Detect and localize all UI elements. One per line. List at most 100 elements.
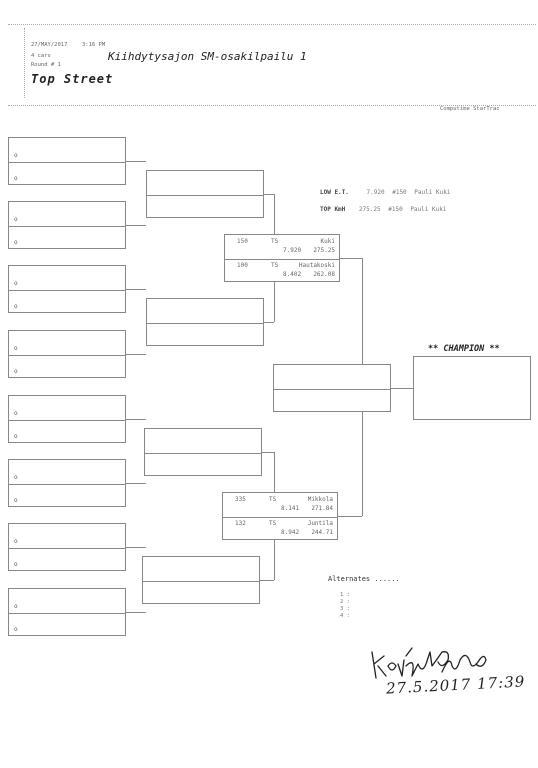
- r2-box-4: [142, 556, 260, 604]
- connector: [338, 516, 362, 517]
- slot-marker: o: [14, 303, 18, 310]
- result-row: 132 TS Juntila 8.942 244.71: [223, 517, 337, 541]
- result-class: TS: [271, 262, 279, 269]
- result-name: Mikkola: [307, 496, 333, 503]
- low-et-line: LOW E.T. 7.920 #150 Pauli Kuki: [320, 189, 450, 196]
- slot-marker: o: [14, 603, 18, 610]
- connector: [126, 225, 146, 226]
- header-round: Round # 1: [31, 62, 61, 68]
- slot-marker: o: [14, 410, 18, 417]
- r2-box-1: [146, 170, 264, 218]
- slot-marker: o: [14, 626, 18, 633]
- result-et: 8.141: [281, 505, 300, 512]
- champion-label: ** CHAMPION **: [428, 344, 500, 354]
- connector: [126, 289, 146, 290]
- r1-box-3: o o: [8, 265, 126, 313]
- result-class: TS: [271, 238, 279, 245]
- r1-box-5: o o: [8, 395, 126, 443]
- alternates-label: Alternates ......: [328, 575, 400, 583]
- result-car-number: 132: [235, 520, 246, 527]
- final-box: [273, 364, 391, 412]
- result-car-number: 100: [237, 262, 248, 269]
- result-class: TS: [269, 496, 277, 503]
- slot-marker: o: [14, 345, 18, 352]
- result-speed: 275.25: [313, 247, 335, 254]
- result-row: 335 TS Mikkola 8.141 271.84: [223, 493, 337, 517]
- connector: [126, 354, 146, 355]
- connector: [274, 452, 275, 492]
- connector: [126, 161, 146, 162]
- top-kmh-car: #150: [388, 206, 403, 213]
- semi-result-box-2: 335 TS Mikkola 8.141 271.84 132 TS Junti…: [222, 492, 338, 540]
- connector: [264, 194, 274, 195]
- software-label: Computime StarTrac: [440, 106, 500, 112]
- r1-box-8: o o: [8, 588, 126, 636]
- connector: [126, 483, 146, 484]
- alternates-list: 1 : 2 : 3 : 4 :: [340, 592, 350, 620]
- r1-box-7: o o: [8, 523, 126, 571]
- r1-box-2: o o: [8, 201, 126, 249]
- connector: [274, 540, 275, 580]
- champion-box: [413, 356, 531, 420]
- r1-box-4: o o: [8, 330, 126, 378]
- r2-box-2: [146, 298, 264, 346]
- top-kmh-value: 275.25: [358, 206, 381, 213]
- connector: [126, 547, 146, 548]
- slot-marker: o: [14, 538, 18, 545]
- connector: [264, 322, 274, 323]
- semi-result-box-1: 150 TS Kuki 7.920 275.25 100 TS Hautakos…: [224, 234, 340, 282]
- connector: [391, 388, 413, 389]
- connector: [126, 419, 146, 420]
- result-speed: 262.08: [313, 271, 335, 278]
- result-row: 100 TS Hautakoski 8.402 262.08: [225, 259, 339, 283]
- connector: [126, 612, 146, 613]
- result-name: Juntila: [307, 520, 333, 527]
- handwritten-signature: [371, 647, 487, 679]
- result-et: 8.942: [281, 529, 300, 536]
- result-speed: 271.84: [311, 505, 333, 512]
- slot-marker: o: [14, 239, 18, 246]
- result-car-number: 150: [237, 238, 248, 245]
- result-name: Hautakoski: [298, 262, 335, 269]
- result-car-number: 335: [235, 496, 246, 503]
- result-et: 8.402: [283, 271, 302, 278]
- top-kmh-driver: Pauli Kuki: [410, 206, 447, 213]
- r2-box-3: [144, 428, 262, 476]
- slot-marker: o: [14, 280, 18, 287]
- header-divider: [24, 28, 25, 98]
- alternate-item: 2 :: [340, 599, 350, 605]
- result-speed: 244.71: [311, 529, 333, 536]
- slot-marker: o: [14, 368, 18, 375]
- alternate-item: 3 :: [340, 606, 350, 612]
- connector: [274, 282, 275, 322]
- class-name: Top Street: [31, 72, 114, 86]
- connector: [340, 258, 362, 259]
- result-row: 150 TS Kuki 7.920 275.25: [225, 235, 339, 259]
- alternate-item: 1 :: [340, 592, 350, 598]
- connector: [362, 258, 363, 376]
- slot-marker: o: [14, 497, 18, 504]
- connector: [260, 580, 274, 581]
- low-et-label: LOW E.T.: [320, 189, 349, 196]
- low-et-car: #150: [392, 189, 407, 196]
- slot-marker: o: [14, 474, 18, 481]
- header-time: 3:16 PM: [82, 42, 106, 48]
- low-et-value: 7.920: [366, 189, 385, 196]
- result-name: Kuki: [320, 238, 335, 245]
- top-kmh-line: TOP KmH 275.25 #150 Pauli Kuki: [320, 206, 446, 213]
- result-et: 7.920: [283, 247, 302, 254]
- slot-marker: o: [14, 152, 18, 159]
- header-frame: [8, 24, 536, 106]
- header-cars: 4 cars: [31, 53, 51, 59]
- connector: [262, 452, 274, 453]
- result-class: TS: [269, 520, 277, 527]
- slot-marker: o: [14, 216, 18, 223]
- connector: [274, 194, 275, 234]
- header-date: 27/MAY/2017: [31, 42, 68, 48]
- r1-box-1: o o: [8, 137, 126, 185]
- top-kmh-label: TOP KmH: [320, 206, 346, 213]
- alternate-item: 4 :: [340, 613, 350, 619]
- slot-marker: o: [14, 175, 18, 182]
- slot-marker: o: [14, 561, 18, 568]
- slot-marker: o: [14, 433, 18, 440]
